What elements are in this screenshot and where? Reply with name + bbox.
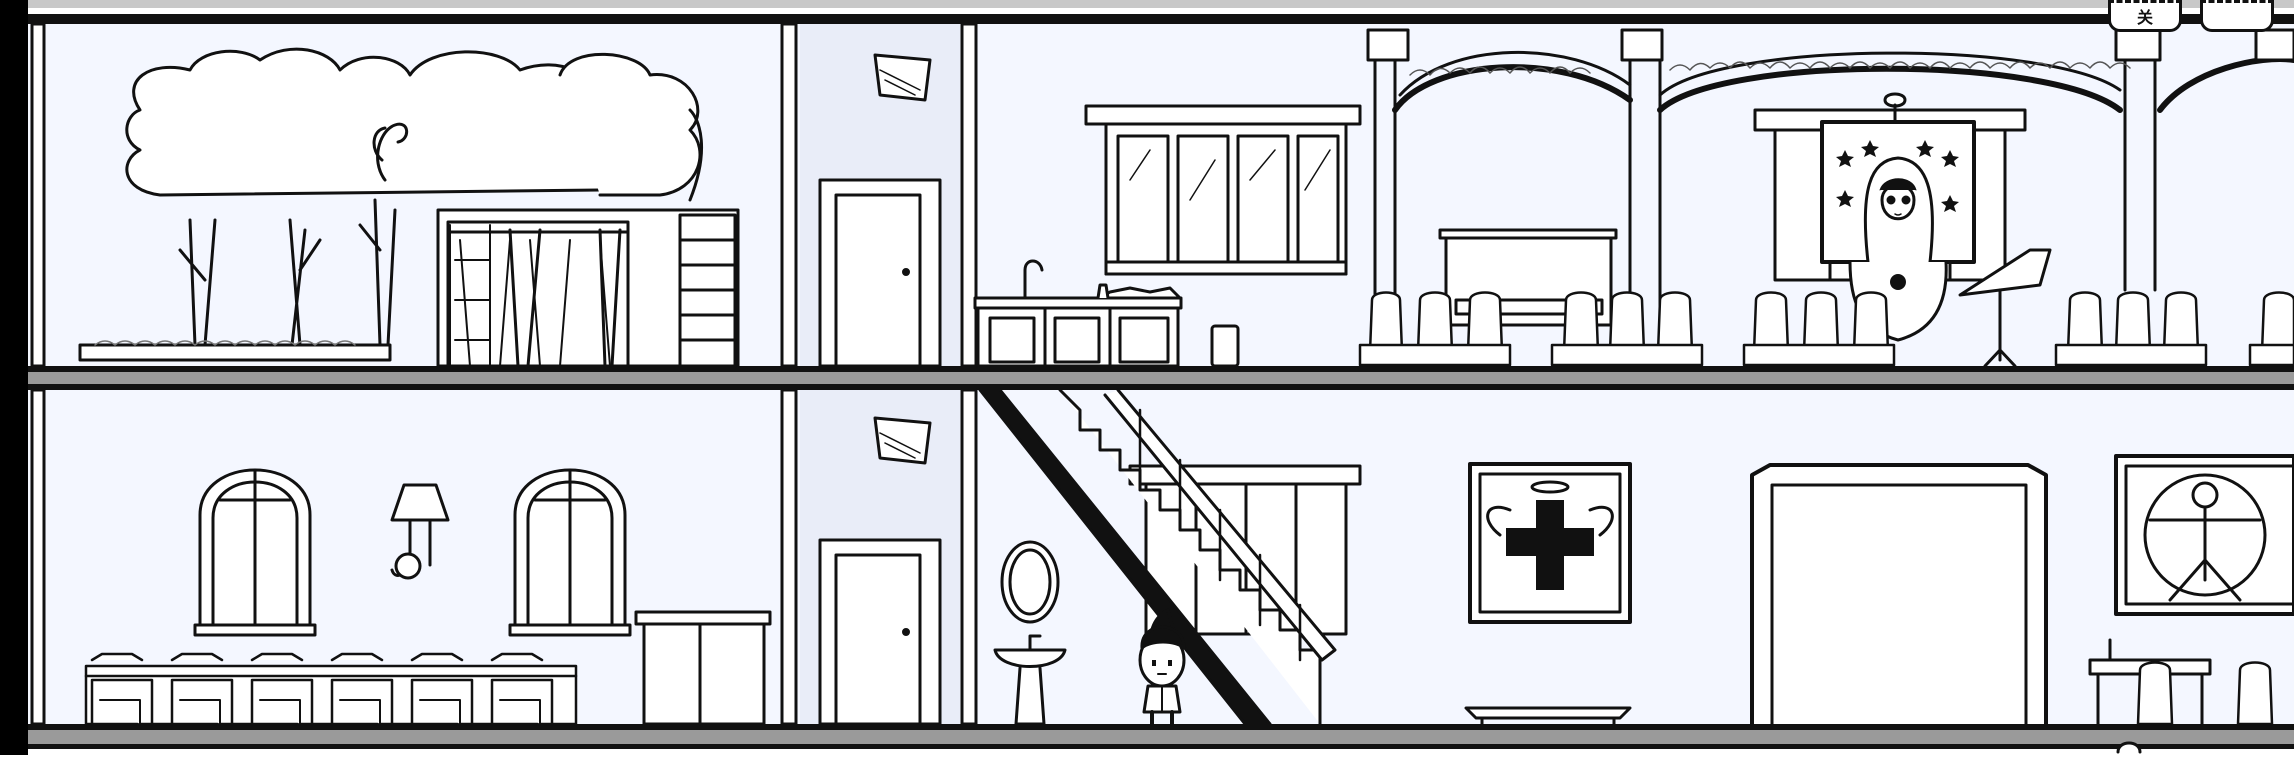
hud-button-close[interactable]: 关 <box>2108 0 2182 32</box>
kitchen <box>973 104 1362 368</box>
left-edge-bar <box>0 0 28 755</box>
bathroom-bottom <box>800 390 960 726</box>
bathroom-top <box>800 24 960 368</box>
hud-button-secondary[interactable] <box>2200 0 2274 32</box>
gallery <box>1464 454 2294 726</box>
corner-ornament <box>2116 741 2142 754</box>
hall-with-stairs <box>978 388 1362 726</box>
chapel <box>1358 28 2294 368</box>
player-character[interactable] <box>1138 608 1186 726</box>
hud-button-close-label: 关 <box>2136 8 2153 27</box>
dining-room <box>84 468 772 726</box>
garden-room <box>78 47 740 368</box>
